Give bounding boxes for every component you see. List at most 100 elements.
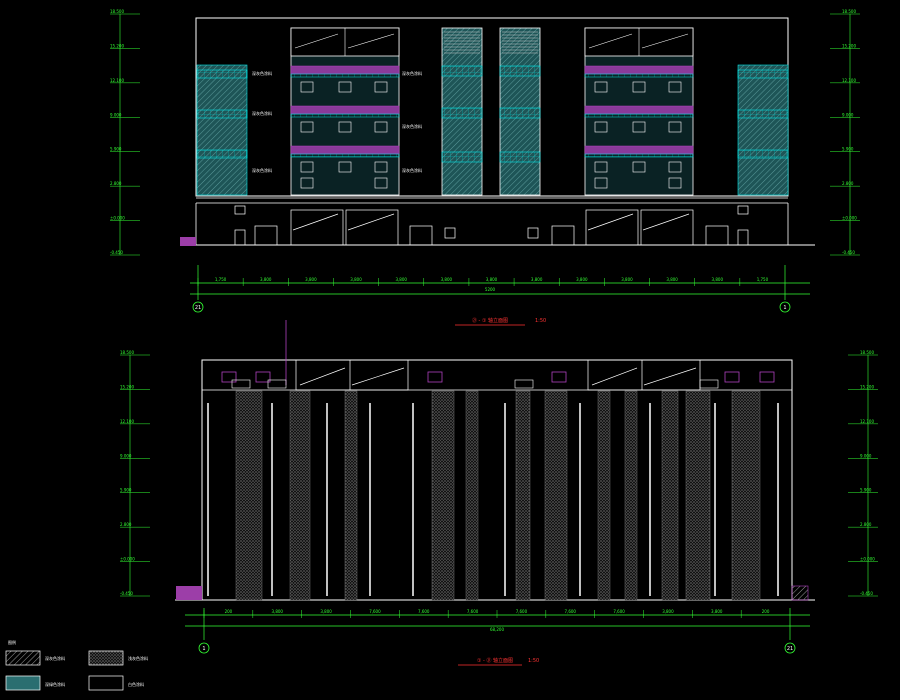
level-mark-right: 9.000 [860, 453, 872, 458]
floor-band [584, 105, 694, 115]
level-mark-left: 12.100 [110, 78, 124, 83]
dim-value: 3,800 [395, 277, 407, 282]
level-mark-left: ±0.000 [110, 216, 125, 221]
textured-pilaster [661, 390, 679, 601]
legend: 图例 深灰色涂料 浅灰色涂料 深绿色涂料 白色涂料 [5, 639, 148, 691]
upper-axis-left: 21 [195, 305, 201, 311]
lower-axis-left: 1 [202, 646, 205, 652]
level-mark-right: 12.100 [842, 78, 856, 83]
legend-label-2: 深绿色涂料 [45, 681, 65, 687]
dim-value: 3,800 [320, 609, 332, 614]
legend-label-3: 白色涂料 [128, 681, 144, 687]
material-label: 深灰色涂料 [402, 167, 422, 173]
level-mark-left: 2.800 [120, 522, 132, 527]
window [374, 81, 388, 93]
legend-swatch-2 [5, 675, 41, 691]
level-mark-right: ±0.000 [860, 557, 875, 562]
legend-title: 图例 [8, 639, 16, 645]
level-mark-left: 5.900 [110, 147, 122, 152]
upper-elevation-title: ㉑ - ① 轴立面图 [472, 317, 508, 324]
dim-value: 3,800 [666, 277, 678, 282]
window [594, 121, 608, 133]
level-mark-right: 5.900 [860, 488, 872, 493]
level-mark-right: 12.100 [860, 419, 874, 424]
level-mark-left: -0.450 [120, 591, 133, 596]
dim-value: 7,600 [565, 609, 577, 614]
textured-pilaster [235, 390, 263, 601]
window [632, 81, 646, 93]
lower-total-dim: 68,200 [490, 627, 504, 632]
level-mark-right: -0.450 [860, 591, 873, 596]
level-mark-right: 2.800 [860, 522, 872, 527]
window [632, 121, 646, 133]
railing [584, 113, 694, 118]
level-mark-left: 9.000 [110, 112, 122, 117]
dim-value: 3,800 [531, 277, 543, 282]
floor-band [290, 145, 400, 155]
dim-value: 1,750 [215, 277, 227, 282]
legend-label-1: 浅灰色涂料 [128, 655, 148, 661]
legend-label-0: 深灰色涂料 [45, 655, 65, 661]
rooftop-cap [514, 379, 534, 389]
material-label: 深灰色涂料 [252, 110, 272, 116]
floor-band [584, 65, 694, 75]
material-label: 深灰色涂料 [402, 123, 422, 129]
railing [584, 73, 694, 78]
upper-total-dim: 5200 [485, 287, 496, 292]
window [668, 177, 682, 189]
upper-axis-right: 1 [783, 305, 786, 311]
floor-band [584, 145, 694, 155]
level-mark-right: ±0.000 [842, 216, 857, 221]
level-mark-right: -0.450 [842, 250, 855, 255]
level-mark-left: 12.100 [120, 419, 134, 424]
dim-value: 7,600 [467, 609, 479, 614]
railing [290, 73, 400, 78]
window [300, 81, 314, 93]
rooftop-cap [267, 379, 287, 389]
window [338, 161, 352, 173]
dim-value: 200 [225, 609, 233, 614]
rooftop-cap [231, 379, 251, 389]
dim-value: 3,800 [305, 277, 317, 282]
window [300, 177, 314, 189]
dim-value: 3,800 [621, 277, 633, 282]
level-mark-right: 5.900 [842, 147, 854, 152]
textured-pilaster [624, 390, 638, 601]
window [668, 121, 682, 133]
level-mark-left: 18.500 [120, 350, 134, 355]
material-label: 深灰色涂料 [402, 70, 422, 76]
dim-value: 3,800 [260, 277, 272, 282]
dim-value: 7,600 [516, 609, 528, 614]
dim-value: 3,800 [576, 277, 588, 282]
level-mark-left: 9.000 [120, 453, 132, 458]
textured-pilaster [597, 390, 611, 601]
textured-pilaster [465, 390, 479, 601]
floor-band [290, 65, 400, 75]
rooftop-cap [699, 379, 719, 389]
level-mark-left: 5.900 [120, 488, 132, 493]
textured-pilaster [289, 390, 311, 601]
window [300, 161, 314, 173]
textured-pilaster [344, 390, 358, 601]
window [668, 81, 682, 93]
dim-value: 7,600 [369, 609, 381, 614]
level-mark-left: ±0.000 [120, 557, 135, 562]
legend-swatch-0 [5, 650, 41, 666]
window [594, 81, 608, 93]
textured-pilaster [544, 390, 568, 601]
dim-value: 200 [762, 609, 770, 614]
railing [290, 153, 400, 158]
dim-value: 3,800 [486, 277, 498, 282]
window [374, 161, 388, 173]
floor-band [290, 105, 400, 115]
upper-elevation-scale: 1:50 [535, 318, 546, 324]
window [338, 121, 352, 133]
dim-value: 1,750 [757, 277, 769, 282]
dim-value: 3,800 [712, 277, 724, 282]
window [594, 161, 608, 173]
lower-elevation-scale: 1:50 [528, 658, 539, 664]
level-mark-left: 18.500 [110, 9, 124, 14]
lower-elevation-title: ① - ㉑ 轴立面图 [477, 657, 513, 664]
